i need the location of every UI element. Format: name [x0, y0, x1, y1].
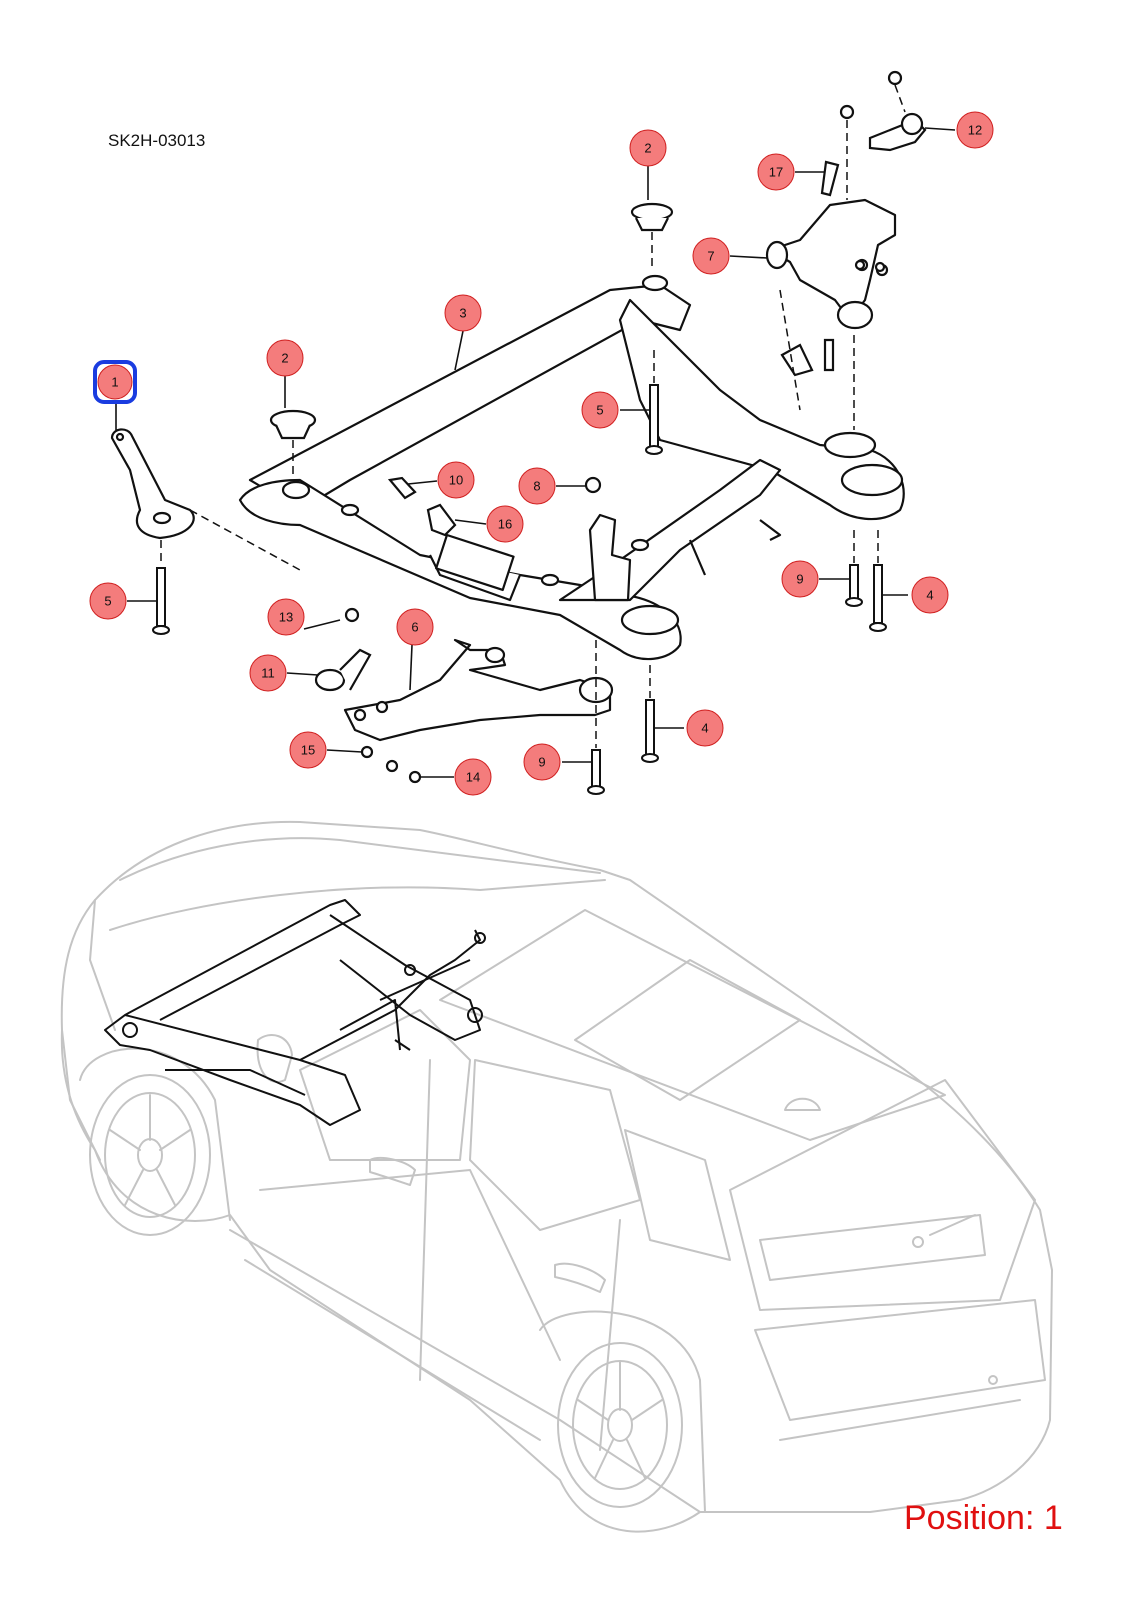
callout-3[interactable]: 3 [444, 294, 482, 332]
callout-17[interactable]: 17 [757, 153, 795, 191]
diagram-code: SK2H-03013 [108, 131, 206, 150]
callout-6[interactable]: 6 [396, 608, 434, 646]
callout-2[interactable]: 2 [629, 129, 667, 167]
callout-label: 4 [926, 588, 933, 603]
callout-label: 9 [796, 572, 803, 587]
callout-label: 14 [466, 770, 480, 785]
subframe-crossmember [238, 274, 905, 661]
callout-label: 10 [449, 473, 463, 488]
callouts: 1 2 2 3 4 4 5 [89, 111, 994, 796]
alignment-lines [160, 84, 906, 748]
callout-label: 17 [769, 165, 783, 180]
callout-13[interactable]: 13 [267, 598, 305, 636]
callout-15[interactable]: 15 [289, 731, 327, 769]
position-label: Position: 1 [904, 1499, 1063, 1537]
callout-label: 16 [498, 517, 512, 532]
callout-label: 2 [281, 351, 288, 366]
callout-label: 5 [104, 594, 111, 609]
selected-callout-outline [93, 360, 137, 404]
bracket-part-1 [110, 428, 195, 540]
callout-11[interactable]: 11 [249, 654, 287, 692]
callout-9[interactable]: 9 [781, 560, 819, 598]
callout-7[interactable]: 7 [692, 237, 730, 275]
callout-label: 2 [644, 141, 651, 156]
callout-5[interactable]: 5 [89, 582, 127, 620]
callout-10[interactable]: 10 [437, 461, 475, 499]
callout-label: 11 [261, 666, 275, 681]
bolts [152, 384, 887, 795]
vehicle-outline [60, 820, 1053, 1533]
callout-12[interactable]: 12 [956, 111, 994, 149]
callout-4[interactable]: 4 [911, 576, 949, 614]
callout-label: 15 [301, 743, 315, 758]
callout-label: 7 [707, 249, 714, 264]
callout-label: 6 [411, 620, 418, 635]
callout-label: 5 [596, 403, 603, 418]
callout-label: 3 [459, 306, 466, 321]
callout-label: 9 [538, 755, 545, 770]
leader-lines [115, 127, 956, 778]
bushings [269, 70, 927, 784]
callout-label: 4 [701, 721, 708, 736]
vehicle-subframe-overlay [104, 899, 486, 1126]
callout-label: 1 [111, 375, 118, 390]
callout-label: 8 [533, 479, 540, 494]
callout-label: 13 [279, 610, 293, 625]
callout-5[interactable]: 5 [581, 391, 619, 429]
callout-8[interactable]: 8 [518, 467, 556, 505]
control-arm-left [343, 638, 614, 742]
callout-label: 12 [968, 123, 982, 138]
callout-16[interactable]: 16 [486, 505, 524, 543]
control-arm-right [765, 198, 897, 330]
callout-2[interactable]: 2 [266, 339, 304, 377]
callout-4[interactable]: 4 [686, 709, 724, 747]
callout-14[interactable]: 14 [454, 758, 492, 796]
callout-9[interactable]: 9 [523, 743, 561, 781]
callout-1[interactable]: 1 [93, 360, 137, 404]
